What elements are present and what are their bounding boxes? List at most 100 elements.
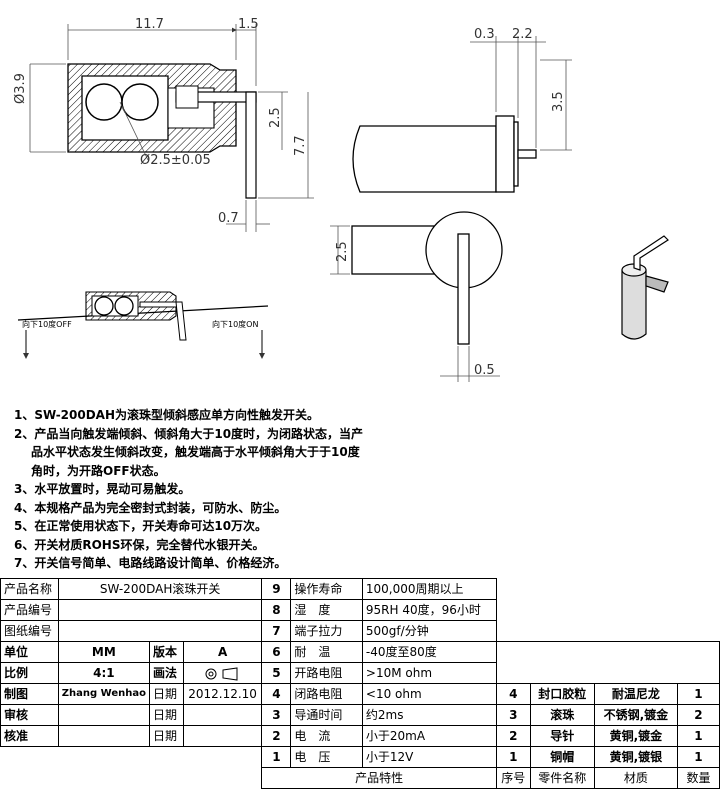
note-line: 4、本规格产品为完全密封式封装，可防水、防尘。 [14,500,287,515]
unit-value: MM [57,641,150,663]
note-line: 2、产品当向触发端倾斜、倾斜角大于10度时，为闭路状态，当产 [14,426,364,441]
dim-11-7: 11.7 [135,17,164,32]
dim-dia-3-9: Ø3.9 [13,73,28,104]
char-value: -40度至80度 [361,641,497,663]
char-value: >10M ohm [361,662,497,684]
end-view [351,211,503,345]
product-name: SW-200DAH滚珠开关 [57,578,263,600]
part-qty: 2 [676,704,720,726]
table-row: 产品特性 序号 零件名称 材质 数量 [1,767,720,789]
dim-2-5-side: 2.5 [335,241,350,262]
char-value: 小于12V [361,746,497,768]
characteristics-footer: 产品特性 [261,767,497,789]
part-name: 铜帽 [529,746,595,768]
end-dimension-lines [330,225,500,382]
char-name: 闭路电阻 [290,683,363,705]
title-block-table: 产品名称 SW-200DAH滚珠开关 9 操作寿命 100,000周期以上 产品… [0,578,720,789]
part-material: 黄铜,镀银 [593,746,678,768]
table-row: 单位 MM 版本 A 6 耐 温 -40度至80度 [0,641,720,663]
part-qty: 1 [676,683,720,705]
dim-0-3: 0.3 [474,27,495,42]
char-name: 端子拉力 [290,620,363,642]
dim-0-5: 0.5 [474,363,495,378]
table-row: 产品名称 SW-200DAH滚珠开关 9 操作寿命 100,000周期以上 [0,578,720,600]
dim-ball-diameter: Ø2.5±0.05 [140,153,211,168]
table-row: 产品编号 8 湿 度 95RH 40度，96小时 [0,599,720,621]
side-dimension-lines [470,36,572,151]
parts-header-no: 序号 [495,767,531,789]
part-qty: 1 [676,746,720,768]
char-name: 电 流 [290,725,363,747]
parts-header-name: 零件名称 [529,767,595,789]
note-line: 5、在正常使用状态下，开关寿命可达10万次。 [14,519,268,533]
char-value: 500gf/分钟 [361,620,497,642]
note-line: 7、开关信号简单、电路线路设计简单、价格经济。 [14,556,287,570]
dim-1-5: 1.5 [238,17,259,32]
char-name: 湿 度 [290,599,363,621]
table-row: 比例 4:1 画法 5 开路电阻 >10M ohm [0,662,720,684]
tilt-on-label: 向下10度ON [212,319,258,329]
char-name: 导通时间 [290,704,363,726]
approve-label: 核准 [0,725,59,747]
tilt-off-label: 向下10度OFF [22,319,72,329]
product-name-label: 产品名称 [0,578,59,600]
part-no: 3 [495,704,531,726]
main-dimension-lines [29,24,314,232]
char-no: 1 [261,746,292,768]
unit-label: 单位 [0,641,59,663]
isometric-view [621,235,669,340]
table-row: 1 电 压 小于12V 1 铜帽 黄铜,镀银 1 [0,746,720,768]
version-label: 版本 [148,641,184,663]
dim-0-7: 0.7 [218,211,239,226]
drawing-no-label: 图纸编号 [0,620,59,642]
char-no: 7 [261,620,292,642]
char-value: 约2ms [361,704,497,726]
spec-notes: 1、SW-200DAH为滚珠型倾斜感应单方向性触发开关。 2、产品当向触发端倾斜… [14,406,434,573]
dim-3-5: 3.5 [551,91,566,112]
date-label: 日期 [148,683,184,705]
char-value: 95RH 40度，96小时 [361,599,497,621]
part-material: 不锈钢,镀金 [593,704,678,726]
char-no: 3 [261,704,292,726]
review-label: 审核 [0,704,59,726]
product-no-label: 产品编号 [0,599,59,621]
part-material: 耐温尼龙 [593,683,678,705]
note-line: 3、水平放置时，晃动可易触发。 [14,482,191,496]
part-no: 4 [495,683,531,705]
part-qty: 1 [676,725,720,747]
char-value: 100,000周期以上 [361,578,497,600]
part-material: 黄铜,镀金 [593,725,678,747]
note-line: 1、SW-200DAH为滚珠型倾斜感应单方向性触发开关。 [14,408,320,422]
dim-2-5: 2.5 [268,107,283,128]
tilt-diagram [17,291,269,359]
parts-header-material: 材质 [593,767,678,789]
char-no: 4 [261,683,292,705]
char-no: 2 [261,725,292,747]
part-no: 1 [495,746,531,768]
projection-icon [205,666,238,681]
table-row: 核准 日期 2 电 流 小于20mA 2 导针 黄铜,镀金 1 [0,725,720,747]
note-line: 6、开关材质ROHS环保，完全替代水银开关。 [14,537,265,552]
table-row: 图纸编号 7 端子拉力 500gf/分钟 [0,620,720,642]
technical-drawing: 11.7 1.5 Ø3.9 Ø2.5±0.05 2.5 7.7 0.7 0.3 … [13,17,669,382]
drawn-date: 2012.12.10 [182,683,263,705]
note-line: 角时，为开路OFF状态。 [31,463,166,478]
char-name: 操作寿命 [290,578,363,600]
char-value: <10 ohm [361,683,497,705]
table-row: 审核 日期 3 导通时间 约2ms 3 滚珠 不锈钢,镀金 2 [0,704,720,726]
char-name: 开路电阻 [290,662,363,684]
date-label: 日期 [148,704,184,726]
drawn-label: 制图 [0,683,59,705]
date-label: 日期 [148,725,184,747]
char-name: 电 压 [290,746,363,768]
dim-2-2: 2.2 [512,27,533,42]
char-no: 9 [261,578,292,600]
dim-7-7: 7.7 [293,135,308,156]
char-no: 5 [261,662,292,684]
char-no: 6 [261,641,292,663]
part-no: 2 [495,725,531,747]
note-line: 品水平状态发生倾斜改变，触发端高于水平倾斜角大于于10度 [31,445,360,459]
version-value: A [182,641,263,663]
part-name: 滚珠 [529,704,595,726]
method-label: 画法 [148,662,184,684]
